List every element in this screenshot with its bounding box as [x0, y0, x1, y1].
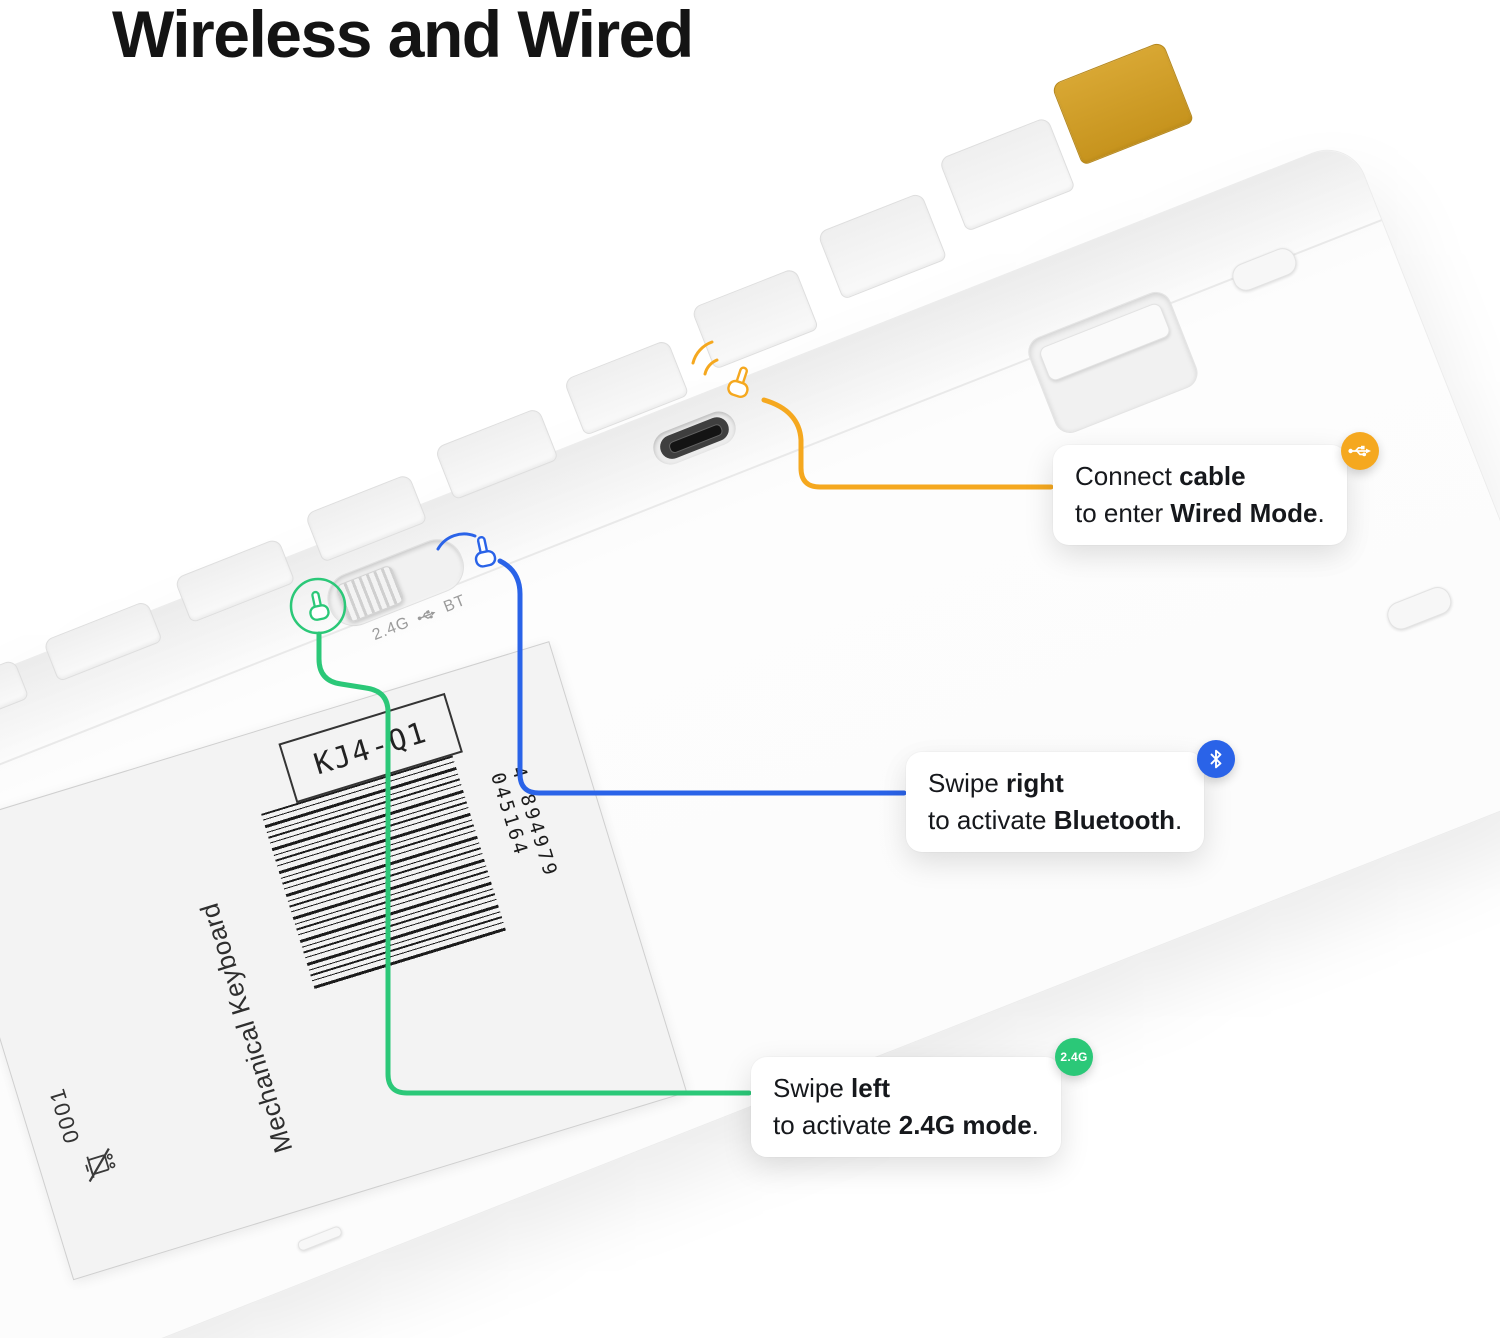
- callout-bluetooth-line2: to activate Bluetooth.: [928, 805, 1183, 835]
- callout-wired: Connect cable to enter Wired Mode.: [1053, 445, 1347, 545]
- callout-bluetooth: Swipe right to activate Bluetooth.: [906, 752, 1205, 852]
- rubber-foot: [1383, 583, 1456, 634]
- callout-bluetooth-line1: Swipe right: [928, 768, 1064, 798]
- page-title: Wireless and Wired: [112, 0, 694, 71]
- bluetooth-badge: [1197, 740, 1235, 778]
- callout-wired-line1: Connect cable: [1075, 461, 1246, 491]
- callout-wired-line2: to enter Wired Mode.: [1075, 498, 1325, 528]
- keycap-esc-gold: [1050, 40, 1195, 166]
- weee-bin-icon: [79, 1144, 127, 1185]
- serial-number: 0001: [43, 1084, 85, 1147]
- switch-label-bt: BT: [441, 591, 469, 616]
- callout-wireless-line1: Swipe left: [773, 1073, 891, 1103]
- rubber-foot: [296, 1225, 344, 1253]
- callout-wireless: Swipe left to activate 2.4G mode.: [751, 1057, 1061, 1157]
- product-sticker: KJ4-Q1 4 894979 045164 Mechanical Keyboa…: [0, 641, 688, 1281]
- keycap: [816, 191, 948, 300]
- keyboard-bottom: 2.4G BT: [0, 40, 1500, 1338]
- mode-switch-knob: [334, 564, 406, 624]
- keycap: [938, 116, 1076, 232]
- usb-badge: [1341, 432, 1379, 470]
- wireless-badge-label: 2.4G: [1060, 1050, 1088, 1064]
- wireless-badge: 2.4G: [1055, 1038, 1093, 1076]
- usb-icon: [1348, 445, 1371, 457]
- callout-wireless-line2: to activate 2.4G mode.: [773, 1110, 1039, 1140]
- mode-switch-labels: 2.4G BT: [358, 587, 482, 650]
- barcode-number: 4 894979 045164: [486, 763, 562, 881]
- bluetooth-icon: [1210, 749, 1222, 769]
- usb-icon: [417, 609, 436, 621]
